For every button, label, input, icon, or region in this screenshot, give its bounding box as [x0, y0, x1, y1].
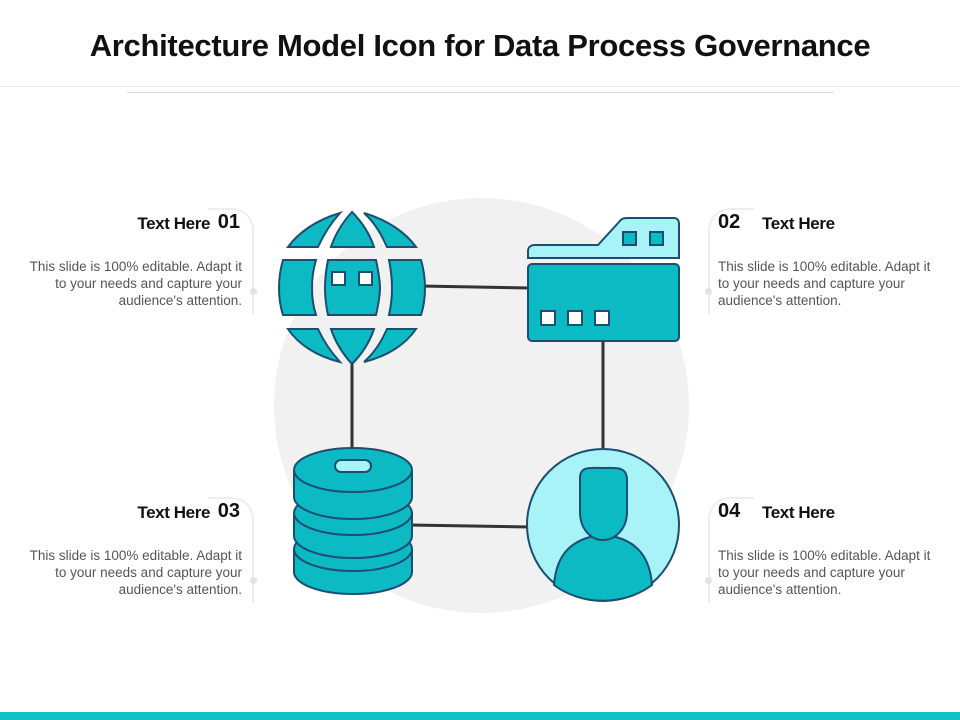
- step-01-bracket-line: [252, 244, 254, 314]
- step-04-heading: Text Here: [762, 503, 835, 522]
- folder-square-2: [567, 310, 583, 326]
- folder-tab-square-2: [649, 231, 664, 246]
- step-03: Text Here 03 This slide is 100% editable…: [14, 497, 257, 607]
- folder-icon: [527, 217, 680, 342]
- step-01: Text Here 01 This slide is 100% editable…: [14, 208, 257, 318]
- globe-window-right: [358, 271, 373, 286]
- globe-icon: [277, 210, 427, 366]
- step-02-dot: [705, 288, 712, 295]
- step-04-description: This slide is 100% editable. Adapt it to…: [718, 548, 931, 597]
- title-underline: [127, 92, 834, 93]
- bottom-accent-bar: [0, 712, 960, 720]
- step-02: 02 Text Here This slide is 100% editable…: [705, 208, 948, 318]
- globe-window-left: [331, 271, 346, 286]
- step-02-number: 02: [718, 211, 741, 233]
- step-01-dot: [250, 288, 257, 295]
- connector-lines: [350, 284, 605, 529]
- step-03-number: 03: [217, 500, 240, 522]
- connector-database-user: [409, 523, 531, 529]
- step-02-bracket: [708, 208, 754, 244]
- database-slot: [334, 459, 372, 473]
- user-body: [552, 536, 654, 602]
- connector-globe-folder: [419, 284, 531, 290]
- folder-square-3: [594, 310, 610, 326]
- step-01-number: 01: [217, 211, 240, 233]
- folder-square-1: [540, 310, 556, 326]
- step-02-bracket-line: [708, 244, 710, 314]
- step-03-description: This slide is 100% editable. Adapt it to…: [29, 548, 242, 597]
- database-icon: [293, 447, 413, 595]
- step-04: 04 Text Here This slide is 100% editable…: [705, 497, 948, 607]
- step-02-description: This slide is 100% editable. Adapt it to…: [718, 259, 931, 308]
- step-02-heading: Text Here: [762, 214, 835, 233]
- step-01-description: This slide is 100% editable. Adapt it to…: [29, 259, 242, 308]
- step-04-bracket-line: [708, 533, 710, 603]
- step-03-dot: [250, 577, 257, 584]
- step-03-heading: Text Here: [137, 503, 210, 522]
- user-head: [579, 466, 628, 542]
- title-divider: [0, 86, 960, 87]
- page-title: Architecture Model Icon for Data Process…: [89, 28, 871, 63]
- folder-tab-square-1: [622, 231, 637, 246]
- user-icon: [526, 448, 680, 602]
- step-01-heading: Text Here: [137, 214, 210, 233]
- step-03-bracket-line: [252, 533, 254, 603]
- step-03-bracket: [208, 497, 254, 533]
- step-04-number: 04: [718, 500, 741, 522]
- step-01-bracket: [208, 208, 254, 244]
- step-04-dot: [705, 577, 712, 584]
- step-04-bracket: [708, 497, 754, 533]
